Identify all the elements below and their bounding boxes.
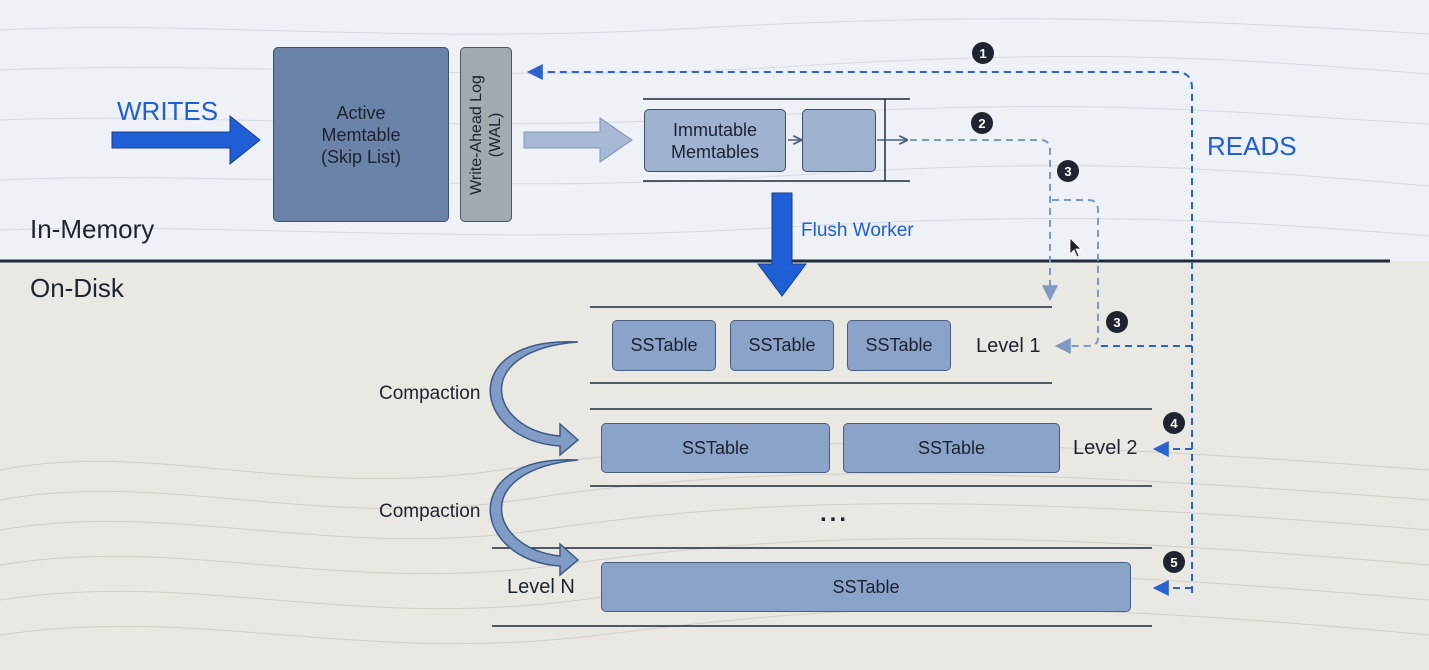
immutable-memtable-slot — [802, 109, 876, 172]
level1-sstable: SSTable — [847, 320, 951, 371]
on-disk-label: On-Disk — [30, 273, 124, 303]
read-step-badge: 5 — [1163, 551, 1185, 573]
read-path-2 — [910, 139, 1058, 302]
active-memtable: Active Memtable (Skip List) — [273, 47, 449, 222]
mouse-cursor — [1069, 237, 1082, 258]
sstable-label: SSTable — [865, 335, 933, 355]
writes-label: WRITES — [117, 96, 219, 126]
read-step-badge: 3 — [1057, 160, 1079, 182]
read-path-3 — [1052, 199, 1099, 354]
level1-sstable: SSTable — [612, 320, 716, 371]
level2-label: Level 2 — [1073, 437, 1138, 459]
compaction-arrow-2 — [489, 459, 580, 577]
read-step-badge: 4 — [1163, 412, 1185, 434]
sstable-label: SSTable — [681, 437, 750, 458]
active-memtable-label: Active Memtable (Skip List) — [320, 102, 401, 167]
read-step-badge: 2 — [971, 112, 993, 134]
compaction-label-1: Compaction — [379, 383, 481, 404]
in-memory-label: In-Memory — [30, 214, 155, 244]
read-path-1 — [526, 64, 1193, 593]
read-step-badge: 1 — [972, 42, 994, 64]
sstable-label: SSTable — [917, 437, 986, 458]
levelN-label: Level N — [507, 576, 575, 598]
level2-sstable: SSTable — [843, 423, 1060, 473]
reads-label: READS — [1207, 131, 1297, 161]
immutable-memtables-label: Immutable Memtables — [670, 119, 760, 162]
writes-arrow — [111, 114, 261, 166]
level1-sstable: SSTable — [730, 320, 834, 371]
immutable-memtables: Immutable Memtables — [644, 109, 786, 172]
flush-arrow — [757, 192, 807, 297]
compaction-arrow-1 — [489, 341, 580, 457]
compaction-label-2: Compaction — [379, 501, 481, 522]
read-step-badge: 3 — [1106, 311, 1128, 333]
sstable-label: SSTable — [832, 576, 900, 597]
disk-texture — [0, 443, 1429, 645]
wal-to-immutable-arrow — [523, 117, 633, 163]
ellipsis: ... — [820, 500, 850, 527]
sstable-label: SSTable — [630, 335, 698, 355]
level2-sstable: SSTable — [601, 423, 830, 473]
write-ahead-log: Write-Ahead Log (WAL) — [460, 47, 512, 222]
wal-label: Write-Ahead Log (WAL) — [468, 74, 504, 195]
level1-label: Level 1 — [976, 335, 1041, 357]
sstable-label: SSTable — [748, 335, 816, 355]
flush-worker-label: Flush Worker — [801, 220, 914, 241]
levelN-sstable: SSTable — [601, 562, 1131, 612]
